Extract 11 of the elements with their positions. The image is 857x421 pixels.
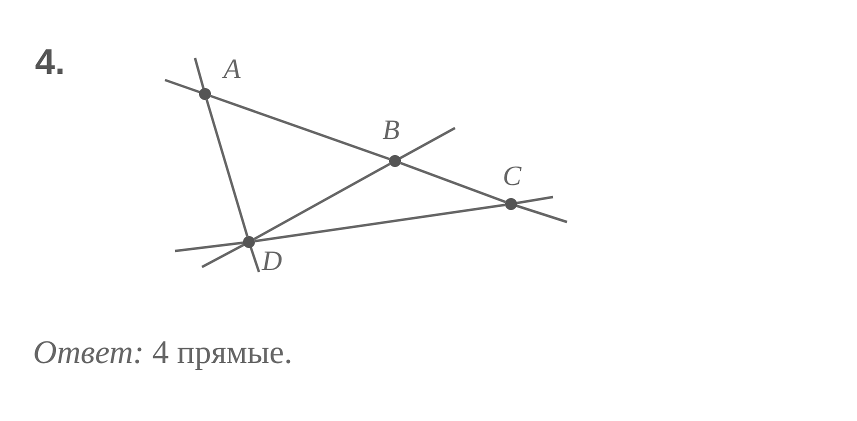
point-label: D — [262, 248, 282, 276]
line-segment — [254, 162, 390, 240]
line-segment — [206, 99, 248, 237]
line-segment — [254, 204, 506, 242]
line-segment — [210, 94, 390, 160]
point-label: B — [382, 117, 400, 145]
point-label: C — [502, 163, 522, 191]
task-number: 4. — [35, 44, 66, 80]
answer-text: Ответ: 4 прямые. — [33, 337, 292, 370]
point-label: A — [223, 56, 241, 84]
line-segment — [400, 162, 506, 204]
